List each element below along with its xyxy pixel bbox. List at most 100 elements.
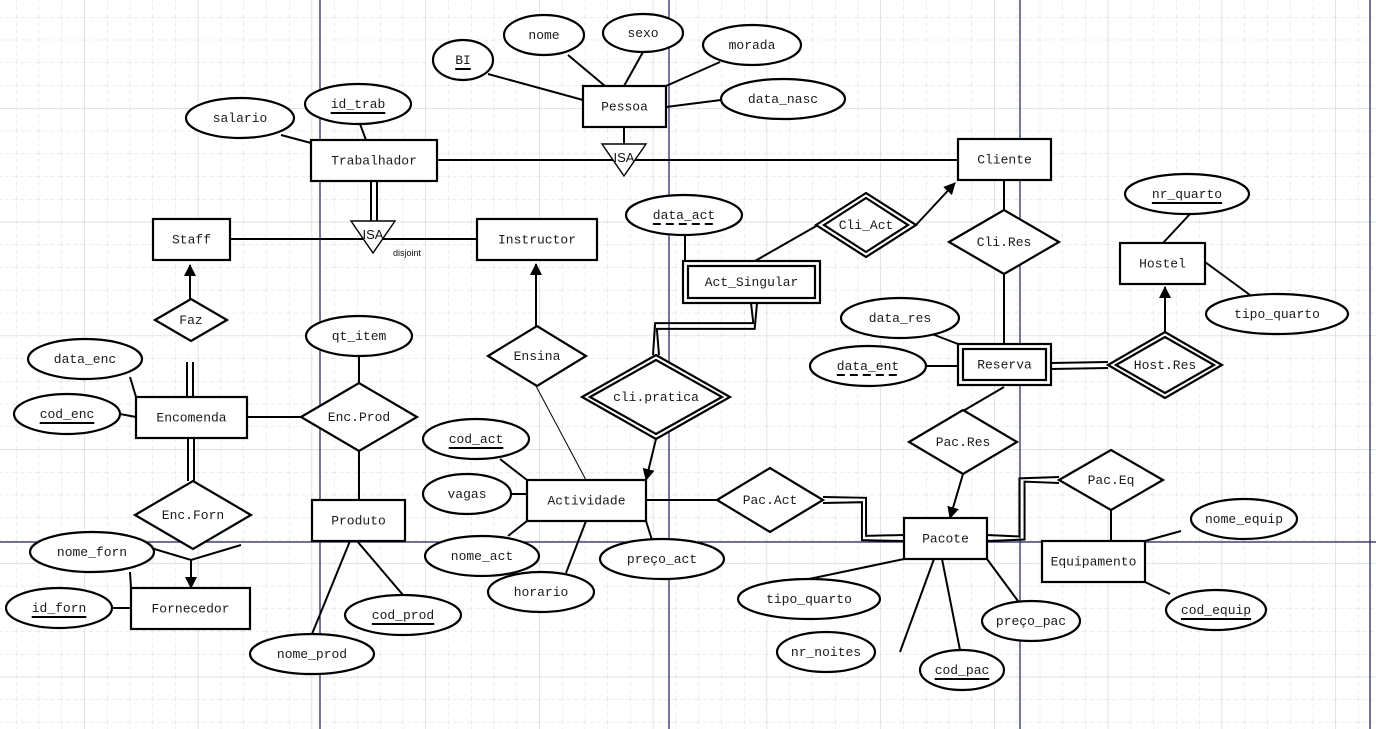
attribute-cod-prod[interactable]: cod_prod	[343, 593, 463, 637]
entity-instructor[interactable]: Instructor	[475, 217, 599, 262]
isa-isa-pessoa[interactable]: ISA	[600, 143, 648, 178]
attribute-label: sexo	[627, 26, 658, 41]
relationship-faz[interactable]: Faz	[152, 297, 230, 343]
entity-box	[310, 498, 407, 543]
attribute-vagas[interactable]: vagas	[421, 472, 513, 516]
entity-hostel[interactable]: Hostel	[1118, 241, 1207, 286]
attribute-bi[interactable]: BI	[431, 38, 495, 82]
attribute-cod-act[interactable]: cod_act	[421, 417, 531, 461]
relationship-label: Cli_Act	[839, 218, 894, 233]
entity-box	[902, 516, 989, 561]
entity-box	[475, 217, 599, 262]
entity-box	[151, 217, 232, 262]
attribute-nome-forn[interactable]: nome_forn	[28, 530, 156, 574]
entity-fornecedor[interactable]: Fornecedor	[129, 586, 252, 631]
attribute-data-ent[interactable]: data_ent	[808, 344, 928, 388]
double-line-actsingular-clipratica	[652, 302, 755, 356]
entity-actividade[interactable]: Actividade	[525, 478, 648, 523]
attribute-preco-pac[interactable]: preço_pac	[980, 599, 1082, 643]
entity-staff[interactable]: Staff	[151, 217, 232, 262]
attribute-label: nome_prod	[277, 647, 347, 662]
relationship-cli-res[interactable]: Cli.Res	[946, 208, 1062, 276]
attribute-label: cod_act	[449, 432, 504, 447]
entity-act-singular[interactable]: Act_Singular	[681, 259, 822, 305]
connector-line	[1144, 530, 1182, 542]
connector-line	[962, 386, 1005, 412]
entity-box	[1118, 241, 1207, 286]
attribute-ellipse	[775, 630, 877, 674]
connector-line	[565, 520, 587, 574]
attribute-label: nome_forn	[57, 545, 127, 560]
attribute-data-nasc[interactable]: data_nasc	[719, 77, 847, 121]
double-line-reserva-hostres	[1050, 361, 1108, 365]
relationship-cli-pratica[interactable]: cli.pratica	[579, 353, 733, 441]
relationship-enc-forn[interactable]: Enc.Forn	[132, 479, 254, 551]
attribute-nome-prod[interactable]: nome_prod	[248, 632, 376, 676]
attribute-nome-act[interactable]: nome_act	[423, 534, 541, 578]
attribute-morada[interactable]: morada	[701, 23, 803, 67]
attribute-ellipse	[1204, 292, 1350, 336]
entity-equipamento[interactable]: Equipamento	[1040, 539, 1147, 584]
attribute-horario[interactable]: horario	[486, 570, 596, 614]
relationship-host-res[interactable]: Host.Res	[1105, 330, 1225, 400]
attribute-ellipse	[184, 96, 296, 140]
entity-label: Pessoa	[601, 100, 648, 115]
entity-trabalhador[interactable]: Trabalhador	[309, 138, 439, 183]
attribute-label: tipo_quarto	[766, 592, 852, 607]
attribute-data-res[interactable]: data_res	[839, 296, 961, 340]
relationship-diamond	[298, 381, 420, 453]
relationship-pac-eq[interactable]: Pac.Eq	[1056, 448, 1166, 512]
attribute-qt-item[interactable]: qt_item	[304, 314, 414, 358]
attribute-cod-enc[interactable]: cod_enc	[12, 392, 122, 436]
attribute-ellipse	[26, 337, 144, 381]
entity-box	[525, 478, 648, 523]
relationship-pac-act[interactable]: Pac.Act	[714, 466, 826, 534]
attribute-preco-act[interactable]: preço_act	[598, 537, 726, 581]
attribute-label: data_enc	[54, 352, 116, 367]
connector-line	[899, 558, 935, 653]
entity-pessoa[interactable]: Pessoa	[581, 84, 668, 129]
attribute-sexo[interactable]: sexo	[601, 12, 685, 54]
attribute-ellipse	[431, 38, 495, 82]
attribute-id-forn[interactable]: id_forn	[4, 586, 114, 630]
attribute-ellipse	[248, 632, 376, 676]
relationship-ensina[interactable]: Ensina	[485, 324, 589, 388]
attribute-nr-quarto[interactable]: nr_quarto	[1123, 172, 1251, 216]
attribute-tipo-quarto-h[interactable]: tipo_quarto	[1204, 292, 1350, 336]
attribute-label: id_forn	[32, 601, 87, 616]
entity-pacote[interactable]: Pacote	[902, 516, 989, 561]
relationship-cli-act[interactable]: Cli_Act	[813, 191, 919, 259]
entity-label: Instructor	[498, 233, 576, 248]
attribute-data-enc[interactable]: data_enc	[26, 337, 144, 381]
attribute-salario[interactable]: salario	[184, 96, 296, 140]
entity-cliente[interactable]: Cliente	[956, 137, 1053, 182]
attribute-ellipse	[701, 23, 803, 67]
attribute-nome[interactable]: nome	[502, 13, 586, 57]
relationship-enc-prod[interactable]: Enc.Prod	[298, 381, 420, 453]
relationship-pac-res[interactable]: Pac.Res	[906, 408, 1020, 476]
entity-encomenda[interactable]: Encomenda	[134, 395, 249, 440]
connector-line	[1144, 581, 1171, 595]
attribute-tipo-quarto-p[interactable]: tipo_quarto	[736, 577, 882, 621]
entity-produto[interactable]: Produto	[310, 498, 407, 543]
entity-label: Actividade	[547, 494, 625, 509]
attribute-data-act[interactable]: data_act	[624, 193, 744, 237]
attribute-label: data_nasc	[748, 92, 818, 107]
attribute-label: cod_enc	[40, 407, 95, 422]
attribute-cod-pac[interactable]: cod_pac	[918, 648, 1006, 692]
relationship-label: Cli.Res	[977, 235, 1032, 250]
attribute-id-trab[interactable]: id_trab	[303, 82, 413, 126]
attribute-cod-equip[interactable]: cod_equip	[1164, 588, 1268, 632]
attribute-label: BI	[455, 53, 471, 68]
attribute-nr-noites[interactable]: nr_noites	[775, 630, 877, 674]
attribute-label: vagas	[447, 487, 486, 502]
attribute-ellipse	[486, 570, 596, 614]
entity-reserva[interactable]: Reserva	[956, 342, 1053, 387]
relationship-label: Ensina	[514, 349, 561, 364]
attribute-label: preço_act	[627, 552, 697, 567]
attribute-nome-equip[interactable]: nome_equip	[1189, 497, 1299, 541]
connector-line	[356, 540, 404, 596]
attribute-label: nr_quarto	[1152, 187, 1222, 202]
